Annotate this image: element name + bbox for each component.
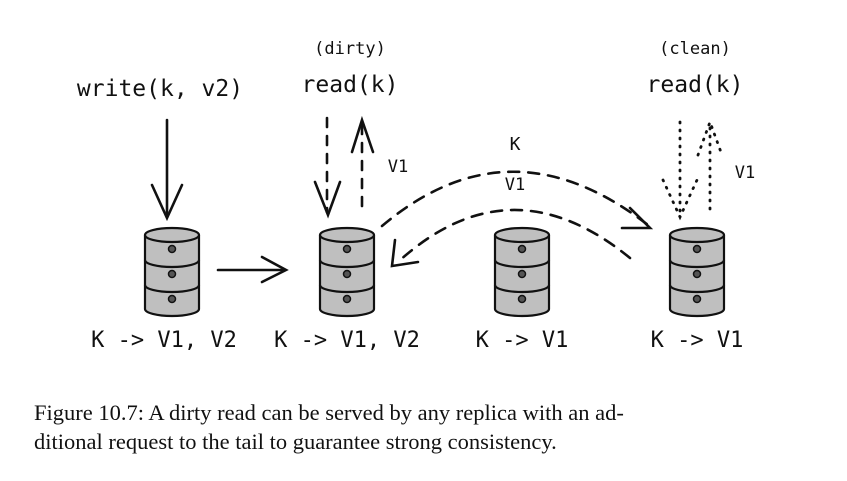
dirty-response-value: V1: [388, 157, 408, 177]
replica-tail-state: K -> V1: [651, 328, 744, 353]
replica-middle-1-icon: [318, 226, 376, 318]
chain-replication-diagram: write(k, v2) (dirty) read(k) (clean) rea…: [77, 39, 755, 353]
dirty-read-request-arrow: [313, 116, 342, 219]
clean-read-response-arrow: [696, 117, 724, 217]
replica-tail-icon: [668, 226, 726, 318]
replica-middle-1-state: K -> V1, V2: [274, 328, 420, 353]
dirty-read-label: read(k): [302, 72, 399, 98]
caption-line-1: Figure 10.7: A dirty read can be served …: [34, 398, 824, 427]
clean-response-value: V1: [735, 163, 755, 183]
clean-read-request-arrow: [661, 120, 699, 221]
clean-read-label: read(k): [647, 72, 744, 98]
replica-head-icon: [143, 226, 201, 318]
write-arrow: [150, 118, 184, 222]
clean-tag-label: (clean): [659, 39, 731, 59]
write-label: write(k, v2): [77, 76, 243, 102]
dirty-read-response-arrow: [350, 115, 375, 214]
caption-prefix: Figure 10.7:: [34, 400, 144, 425]
dirty-tag-label: (dirty): [314, 39, 386, 59]
version-request-arrow: [380, 170, 654, 230]
replica-head-state: K -> V1, V2: [91, 328, 237, 353]
caption-line-2: ditional request to the tail to guarante…: [34, 429, 557, 454]
replica-middle-2-state: K -> V1: [476, 328, 569, 353]
caption-text-1: A dirty read can be served by any replic…: [148, 400, 624, 425]
request-key-label: K: [510, 134, 521, 155]
response-value-label: V1: [505, 175, 525, 195]
version-response-arrow: [390, 208, 632, 268]
replica-middle-2-icon: [493, 226, 551, 318]
figure-caption: Figure 10.7: A dirty read can be served …: [34, 398, 824, 456]
replicate-arrow: [216, 255, 289, 284]
